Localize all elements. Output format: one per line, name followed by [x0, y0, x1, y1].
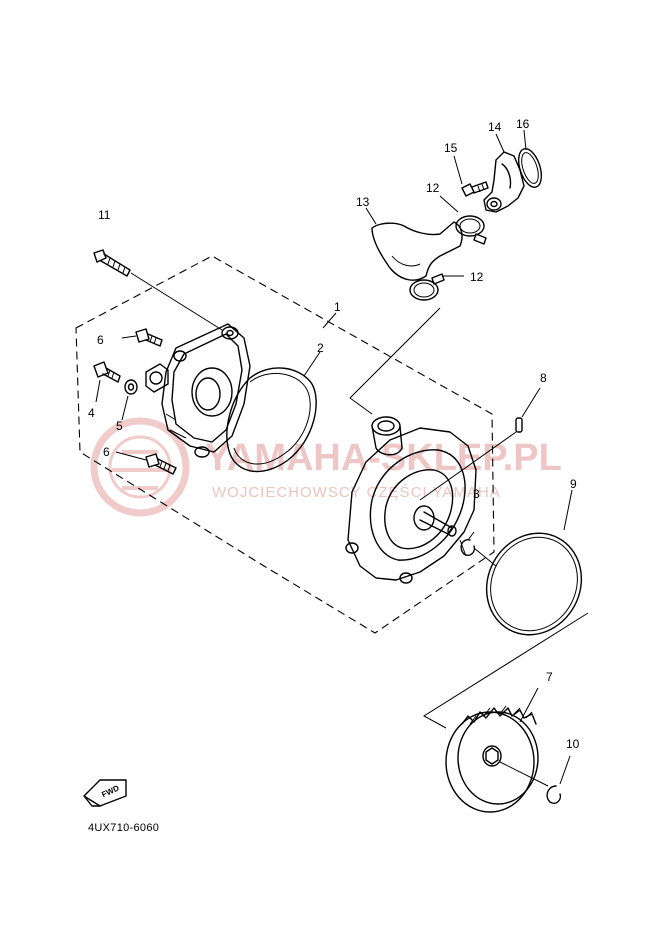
callout-14: 14: [488, 120, 502, 134]
hose-clamp-12-lower: [409, 273, 464, 301]
watermark: YAMAHA-SKLEP.PL WOJCIECHOWSCY CZĘŚCI YAM…: [90, 417, 562, 517]
callout-2: 2: [317, 341, 324, 355]
washer-5: [124, 379, 138, 395]
bolt-4: [93, 361, 121, 383]
outlet-fitting-14: [483, 133, 525, 213]
watermark-logo: [90, 417, 190, 517]
leader-2: [303, 351, 321, 377]
callout-5: 5: [116, 419, 123, 433]
watermark-sub-text: WOJCIECHOWSCY CZĘŚCI YAMAHA: [212, 483, 501, 501]
leader-bracket-pump: [349, 307, 441, 415]
leader-6a: [121, 335, 137, 339]
leader-1: [322, 312, 337, 329]
callout-12b: 12: [470, 270, 484, 284]
callout-9: 9: [570, 477, 577, 491]
callout-6b: 6: [103, 445, 110, 459]
callout-13: 13: [356, 195, 370, 209]
diagram-code: 4UX710-6060: [88, 822, 160, 834]
watermark-main-text: YAMAHA-SKLEP.PL: [205, 437, 562, 479]
gasket-2: [226, 367, 317, 473]
leader-4: [95, 379, 101, 403]
pump-cover: [145, 323, 251, 458]
callout-7: 7: [546, 670, 553, 684]
fwd-label: FWD: [100, 783, 121, 799]
water-pump-housing: [345, 416, 477, 584]
bolt-6-upper: [135, 328, 163, 347]
callout-15: 15: [444, 141, 458, 155]
o-ring-9: [473, 489, 583, 636]
callout-4: 4: [88, 406, 95, 420]
bolt-15: [453, 155, 489, 197]
leader-6b: [115, 451, 147, 461]
impeller-gear-7: [445, 687, 549, 813]
hose-clamp-12-upper: [439, 195, 487, 245]
callout-6a: 6: [97, 333, 104, 347]
leader-bracket-gear: [423, 612, 589, 729]
callout-1: 1: [334, 300, 341, 314]
leader-5: [121, 395, 129, 421]
assembly-boundary: [75, 255, 495, 634]
fwd-arrow-icon: FWD: [83, 779, 127, 807]
bolt-11: [93, 249, 223, 331]
hose-13: [365, 207, 463, 281]
callout-3: 3: [473, 487, 480, 501]
pin-8: [419, 387, 541, 501]
callout-10: 10: [566, 737, 580, 751]
bolt-6-lower: [145, 453, 177, 475]
callout-16: 16: [516, 117, 530, 131]
circlip-3: [460, 531, 476, 556]
circlip-10: [546, 755, 571, 804]
callout-12a: 12: [426, 181, 440, 195]
o-ring-16: [517, 129, 543, 188]
callout-11: 11: [98, 208, 111, 222]
callout-8: 8: [540, 371, 547, 385]
